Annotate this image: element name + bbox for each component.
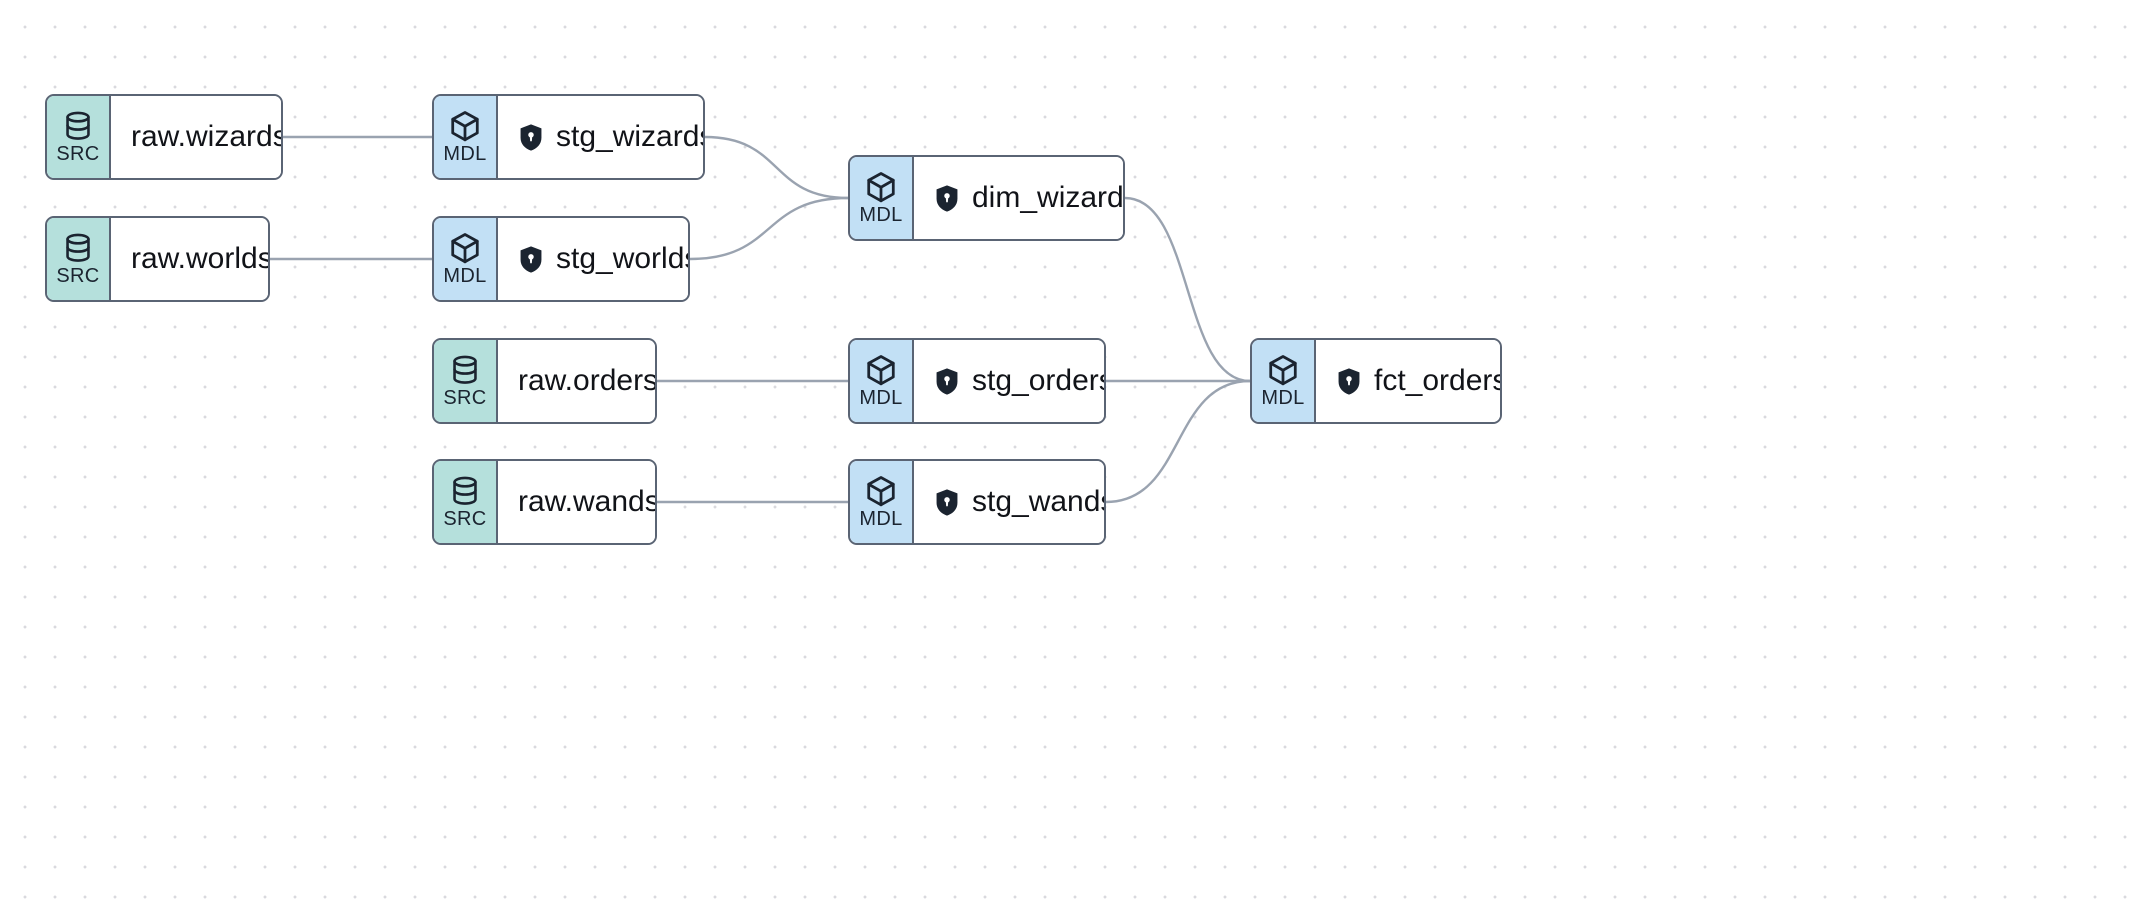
node-body: stg_wizards xyxy=(498,96,705,178)
node-dim_wizards[interactable]: MDL dim_wizards xyxy=(848,155,1125,241)
node-label: fct_orders xyxy=(1374,364,1502,397)
shield-lock-icon xyxy=(934,184,960,213)
database-icon xyxy=(63,233,93,265)
node-raw_wands[interactable]: SRC raw.wands xyxy=(432,459,657,545)
database-icon xyxy=(450,355,480,387)
node-body: raw.worlds xyxy=(111,218,270,300)
database-icon xyxy=(450,476,480,508)
node-badge-label: SRC xyxy=(56,264,100,287)
node-badge-label: SRC xyxy=(56,142,100,165)
node-badge-label: MDL xyxy=(859,508,903,530)
node-raw_orders[interactable]: SRC raw.orders xyxy=(432,338,657,424)
node-body: dim_wizards xyxy=(914,157,1125,239)
node-body: stg_wands xyxy=(914,461,1106,543)
edge-stg_wizards-to-dim_wizards xyxy=(703,135,850,200)
node-badge-label: MDL xyxy=(443,143,487,165)
node-label: raw.orders xyxy=(518,364,657,397)
cube-icon xyxy=(1267,354,1299,387)
node-badge-label: MDL xyxy=(1261,387,1305,409)
node-body: raw.orders xyxy=(498,340,657,422)
node-label: raw.wizards xyxy=(131,120,283,153)
node-label: stg_wands xyxy=(972,485,1106,518)
cube-icon xyxy=(449,110,481,143)
shield-lock-icon xyxy=(1336,367,1362,396)
node-body: raw.wands xyxy=(498,461,657,543)
node-badge-label: MDL xyxy=(859,204,903,226)
shield-lock-icon xyxy=(934,367,960,396)
node-body: fct_orders xyxy=(1316,340,1502,422)
node-badge-label: MDL xyxy=(443,265,487,287)
node-badge-mdl: MDL xyxy=(850,461,914,543)
shield-lock-icon xyxy=(518,123,544,152)
cube-icon xyxy=(865,171,897,204)
shield-lock-icon xyxy=(518,245,544,274)
node-body: raw.wizards xyxy=(111,96,283,178)
edge-stg_worlds-to-dim_wizards xyxy=(688,196,850,261)
node-stg_wands[interactable]: MDL stg_wands xyxy=(848,459,1106,545)
node-badge-mdl: MDL xyxy=(1252,340,1316,422)
node-body: stg_worlds xyxy=(498,218,690,300)
node-badge-mdl: MDL xyxy=(434,96,498,178)
node-raw_wizards[interactable]: SRC raw.wizards xyxy=(45,94,283,180)
node-badge-mdl: MDL xyxy=(434,218,498,300)
node-badge-mdl: MDL xyxy=(850,157,914,239)
node-label: raw.worlds xyxy=(131,242,270,275)
edge-dim_wizards-to-fct_orders xyxy=(1123,196,1252,383)
node-label: stg_wizards xyxy=(556,120,705,153)
node-raw_worlds[interactable]: SRC raw.worlds xyxy=(45,216,270,302)
node-fct_orders[interactable]: MDL fct_orders xyxy=(1250,338,1502,424)
cube-icon xyxy=(449,232,481,265)
node-stg_worlds[interactable]: MDL stg_worlds xyxy=(432,216,690,302)
cube-icon xyxy=(865,354,897,387)
node-label: dim_wizards xyxy=(972,181,1125,214)
node-badge-src: SRC xyxy=(47,96,111,178)
node-body: stg_orders xyxy=(914,340,1106,422)
edge-stg_wands-to-fct_orders xyxy=(1104,379,1252,504)
node-label: stg_worlds xyxy=(556,242,690,275)
cube-icon xyxy=(865,475,897,508)
database-icon xyxy=(63,111,93,143)
node-badge-src: SRC xyxy=(434,340,498,422)
node-label: stg_orders xyxy=(972,364,1106,397)
node-stg_orders[interactable]: MDL stg_orders xyxy=(848,338,1106,424)
node-badge-src: SRC xyxy=(47,218,111,300)
node-badge-src: SRC xyxy=(434,461,498,543)
shield-lock-icon xyxy=(934,488,960,517)
node-badge-label: SRC xyxy=(443,507,487,530)
node-badge-label: MDL xyxy=(859,387,903,409)
node-badge-label: SRC xyxy=(443,386,487,409)
node-label: raw.wands xyxy=(518,485,657,518)
node-badge-mdl: MDL xyxy=(850,340,914,422)
node-stg_wizards[interactable]: MDL stg_wizards xyxy=(432,94,705,180)
